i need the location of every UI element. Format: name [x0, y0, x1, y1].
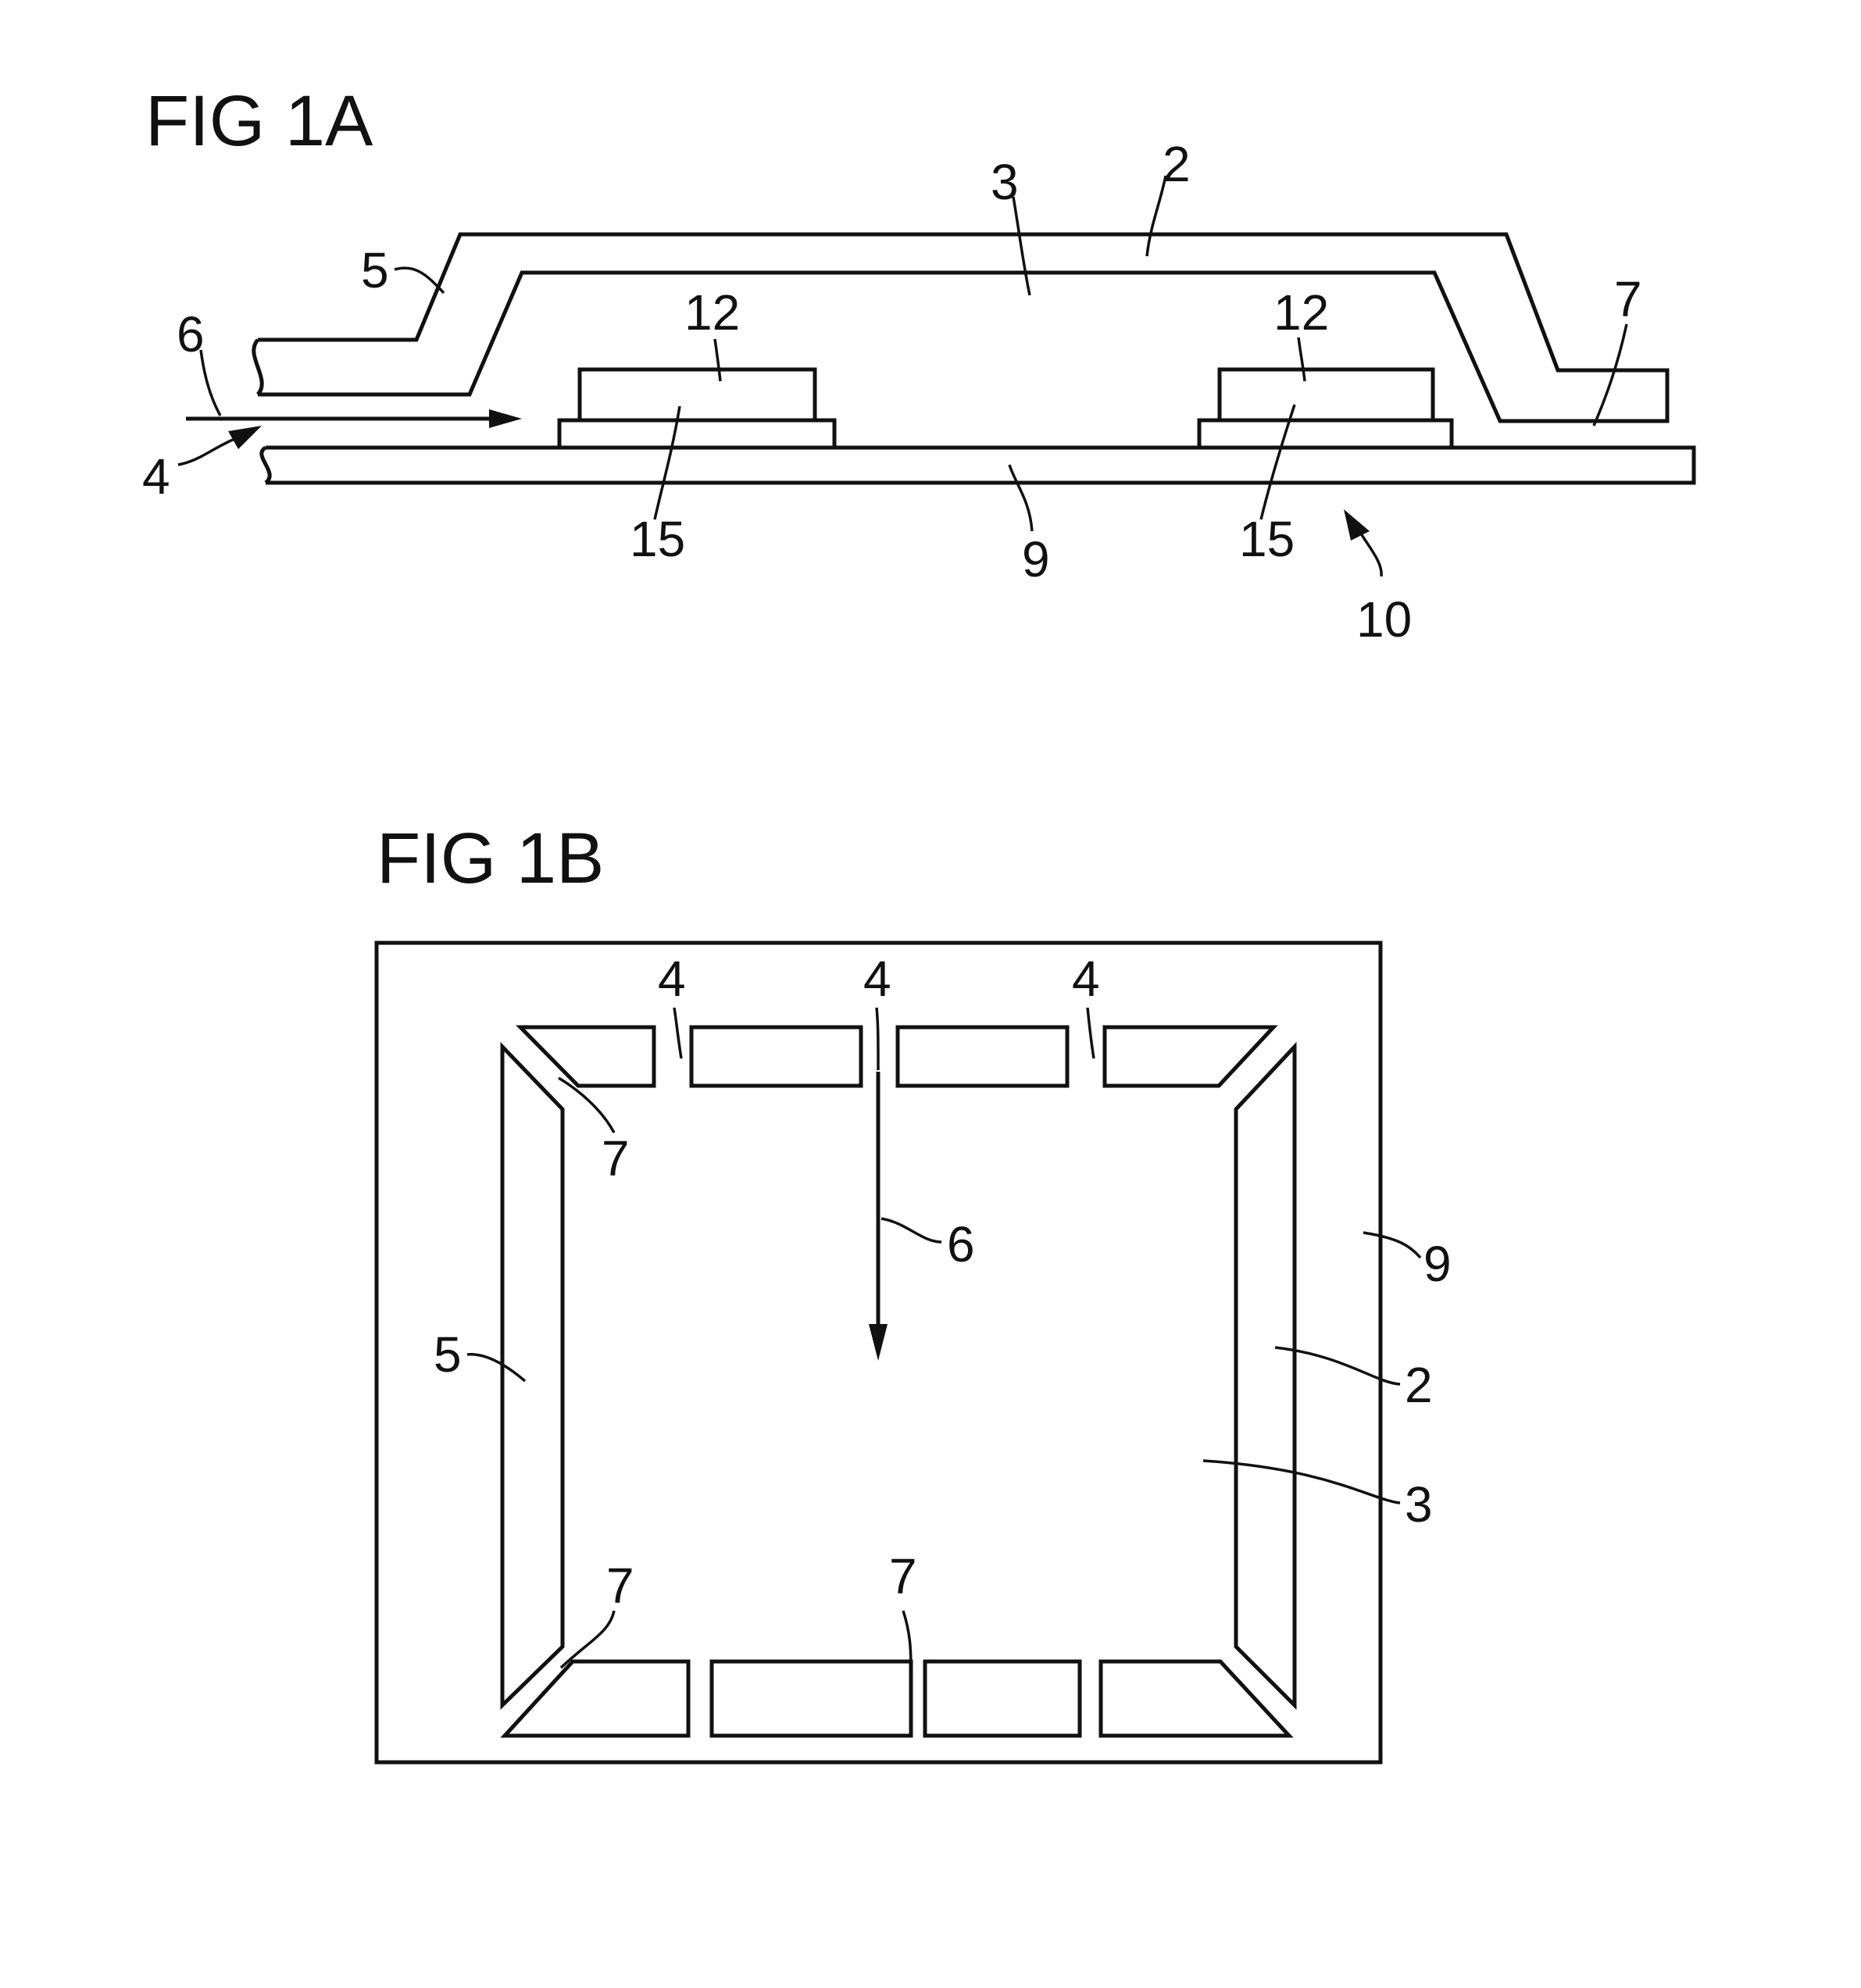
- fig-1b-title: FIG 1B: [377, 819, 604, 898]
- label-4: 4: [142, 448, 170, 505]
- component-12-right: [1220, 369, 1433, 420]
- label-4c: 4: [1072, 951, 1100, 1007]
- cap-segment-top-1: [520, 1027, 654, 1086]
- label-9-1b: 9: [1423, 1236, 1452, 1292]
- label-10: 10: [1356, 591, 1412, 648]
- leader-3-1b: [1203, 1461, 1400, 1503]
- label-12-right: 12: [1273, 284, 1329, 341]
- cap-segment-bottom-2: [712, 1661, 911, 1736]
- flow-arrow-6-head-1b: [869, 1324, 888, 1361]
- opening-4-arrow: [178, 439, 234, 465]
- leader-7-bl: [561, 1611, 614, 1668]
- cap-segment-top-3: [898, 1027, 1067, 1086]
- label-7-bl: 7: [606, 1558, 634, 1614]
- leader-4c: [1088, 1008, 1094, 1058]
- label-2-1b: 2: [1405, 1357, 1433, 1413]
- pad-15-right: [1199, 420, 1452, 448]
- opening-4-arrow-head: [228, 426, 262, 449]
- leader-9-1b: [1363, 1233, 1420, 1258]
- cap-segment-left: [502, 1047, 563, 1705]
- label-6: 6: [177, 306, 205, 362]
- substrate-9: [266, 448, 1694, 483]
- pad-15-left: [559, 420, 834, 448]
- label-3-1b: 3: [1405, 1476, 1433, 1533]
- label-5-1b: 5: [434, 1326, 462, 1383]
- leader-9: [1009, 465, 1032, 531]
- arrow-10-shaft: [1359, 531, 1381, 576]
- label-9: 9: [1022, 531, 1050, 587]
- leader-15-left: [655, 406, 680, 519]
- component-12-left: [580, 369, 815, 420]
- flow-arrow-6-head: [489, 409, 522, 428]
- label-4a: 4: [658, 951, 686, 1007]
- fig-1a: FIG 1A 2 3 5: [142, 81, 1694, 648]
- arrow-10-head: [1344, 509, 1370, 541]
- label-15-right: 15: [1239, 511, 1295, 567]
- label-7-bc: 7: [889, 1548, 917, 1604]
- cap-segment-top-2: [691, 1027, 861, 1086]
- cap-break-mark: [254, 340, 262, 394]
- label-6-1b: 6: [947, 1216, 975, 1272]
- leader-12-right: [1298, 337, 1305, 381]
- leader-4a: [674, 1008, 681, 1058]
- cap-segment-bottom-1: [505, 1661, 688, 1736]
- label-7: 7: [1614, 271, 1642, 327]
- cap-segment-right: [1236, 1047, 1295, 1705]
- fig-1b: FIG 1B 4 4 4 7: [377, 819, 1452, 1762]
- substrate-break-mark: [262, 448, 270, 483]
- label-3: 3: [991, 154, 1019, 210]
- label-5: 5: [361, 242, 389, 298]
- leader-5-1b: [467, 1354, 525, 1381]
- label-7-tl: 7: [602, 1130, 630, 1187]
- leader-6-1b: [881, 1219, 941, 1242]
- leader-12-left: [715, 339, 720, 381]
- leader-3: [1013, 197, 1030, 295]
- label-2: 2: [1163, 136, 1191, 192]
- leader-7: [1594, 324, 1627, 426]
- cap-2-outline: [258, 234, 1667, 421]
- leader-4b: [877, 1008, 878, 1070]
- cap-segment-top-4: [1105, 1027, 1273, 1086]
- label-12-left: 12: [684, 284, 740, 341]
- label-4b: 4: [863, 951, 891, 1007]
- fig-1a-title: FIG 1A: [145, 81, 373, 161]
- label-15-left: 15: [630, 511, 685, 567]
- cap-segment-bottom-3: [925, 1661, 1080, 1736]
